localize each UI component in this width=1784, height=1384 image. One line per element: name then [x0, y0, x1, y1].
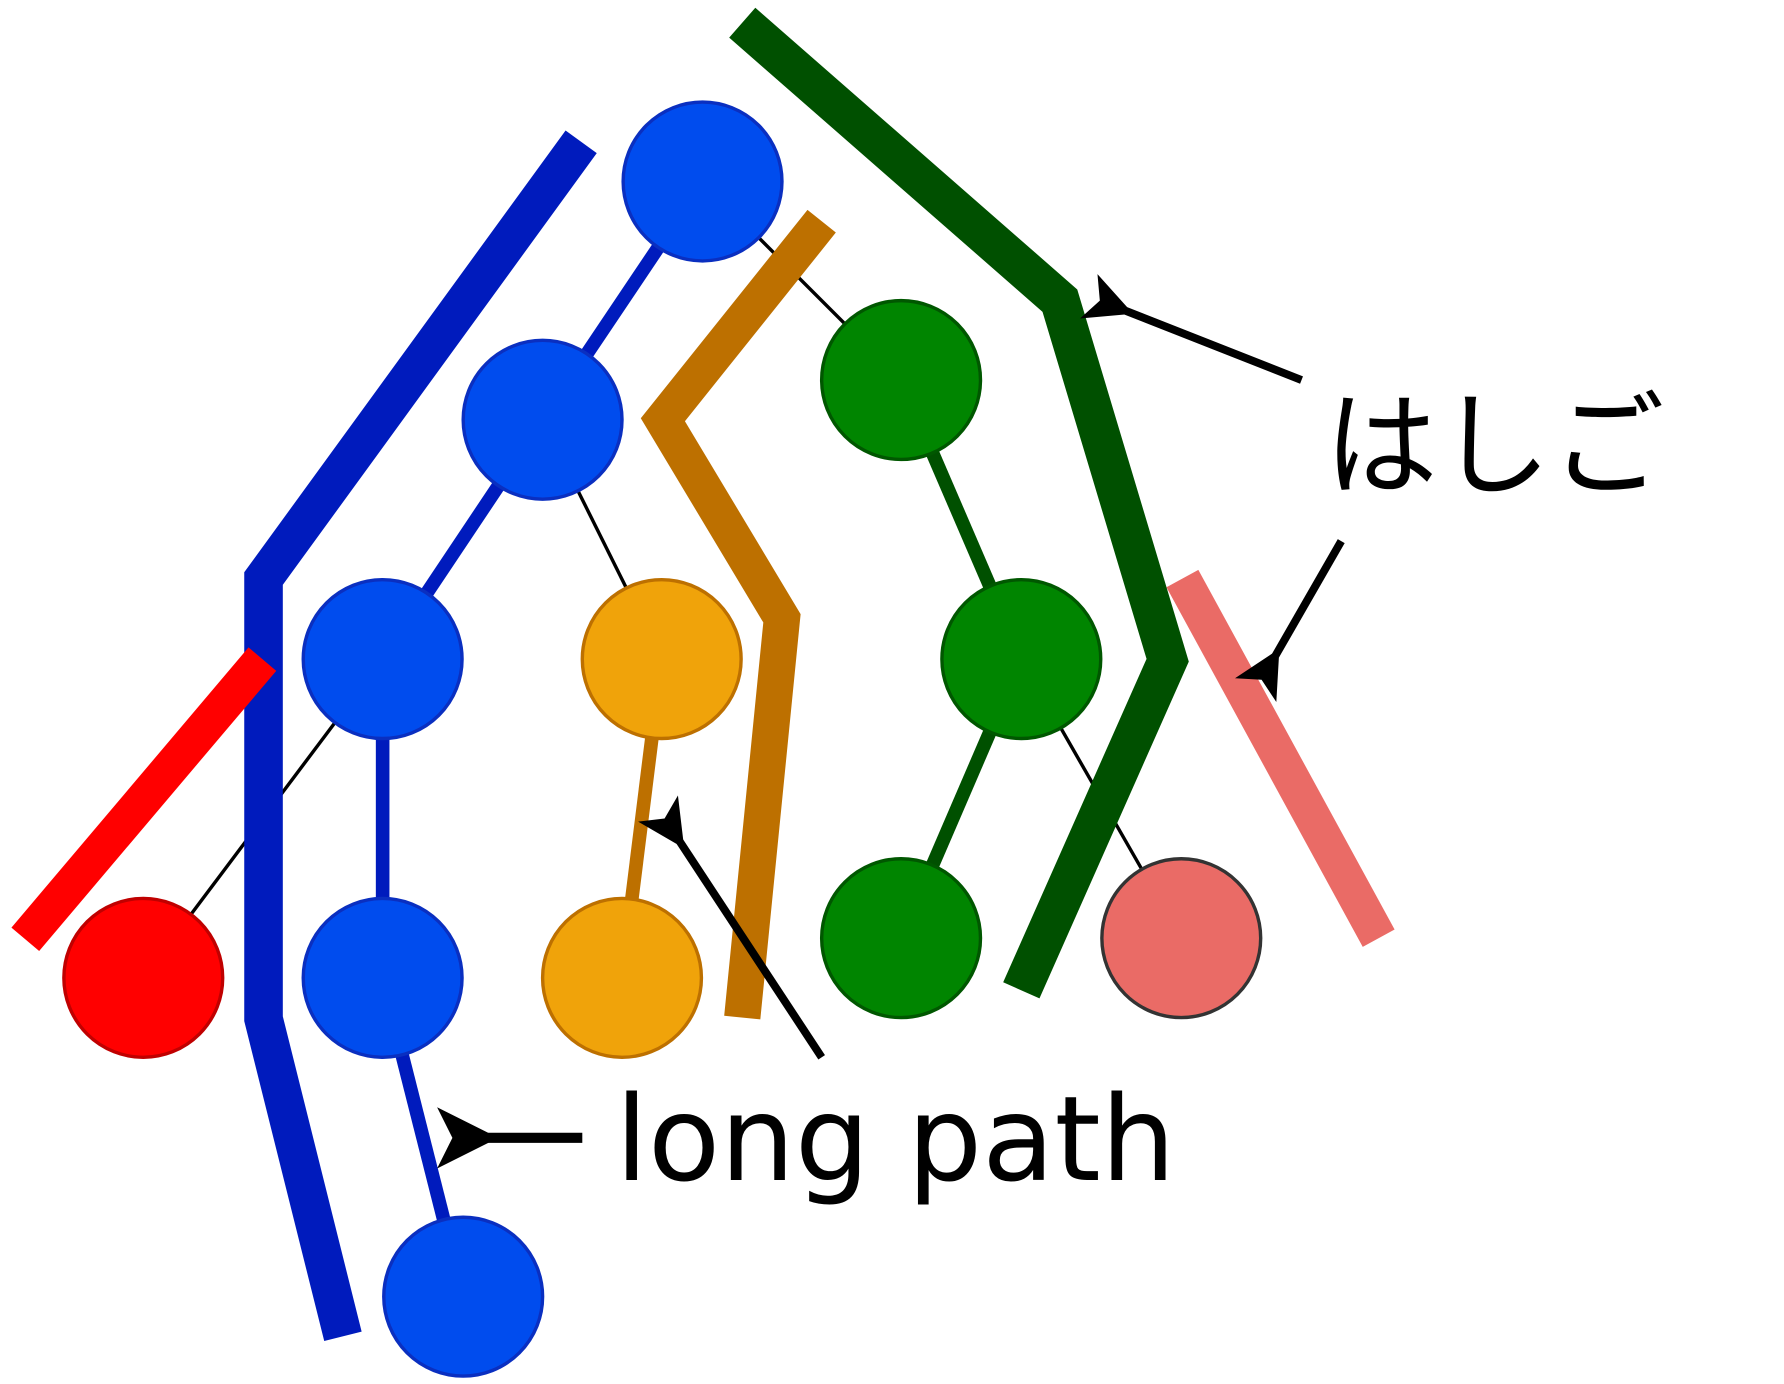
node-j-green	[940, 577, 1103, 741]
node-a-blue	[621, 100, 784, 263]
node-l-salmon	[1100, 857, 1263, 1020]
arrow-ladder-to-salmon	[1235, 539, 1345, 702]
node-e-blue	[301, 896, 464, 1059]
annotation-arrows	[437, 274, 1345, 1169]
node-h-orange	[540, 896, 704, 1059]
orange-path-stroke	[640, 209, 836, 1020]
node-g-orange	[580, 577, 743, 741]
highlight-paths	[11, 7, 1395, 1342]
long-path-label: long path	[615, 1070, 1175, 1208]
red-path-stroke	[11, 647, 277, 952]
node-f-blue	[382, 1215, 545, 1378]
arrow-ladder-to-green	[1080, 274, 1303, 384]
node-b-blue	[461, 338, 624, 501]
green-path-stroke	[729, 7, 1189, 999]
ladder-label: はしご	[1324, 381, 1664, 513]
node-c-blue	[301, 577, 464, 741]
tree-nodes	[62, 100, 1263, 1378]
node-d-red	[62, 896, 225, 1059]
node-i-green	[819, 298, 983, 462]
node-k-green	[819, 857, 983, 1020]
salmon-path-stroke	[1166, 569, 1395, 947]
blue-path-stroke	[244, 130, 597, 1342]
arrow-to-orange-path	[638, 795, 825, 1060]
